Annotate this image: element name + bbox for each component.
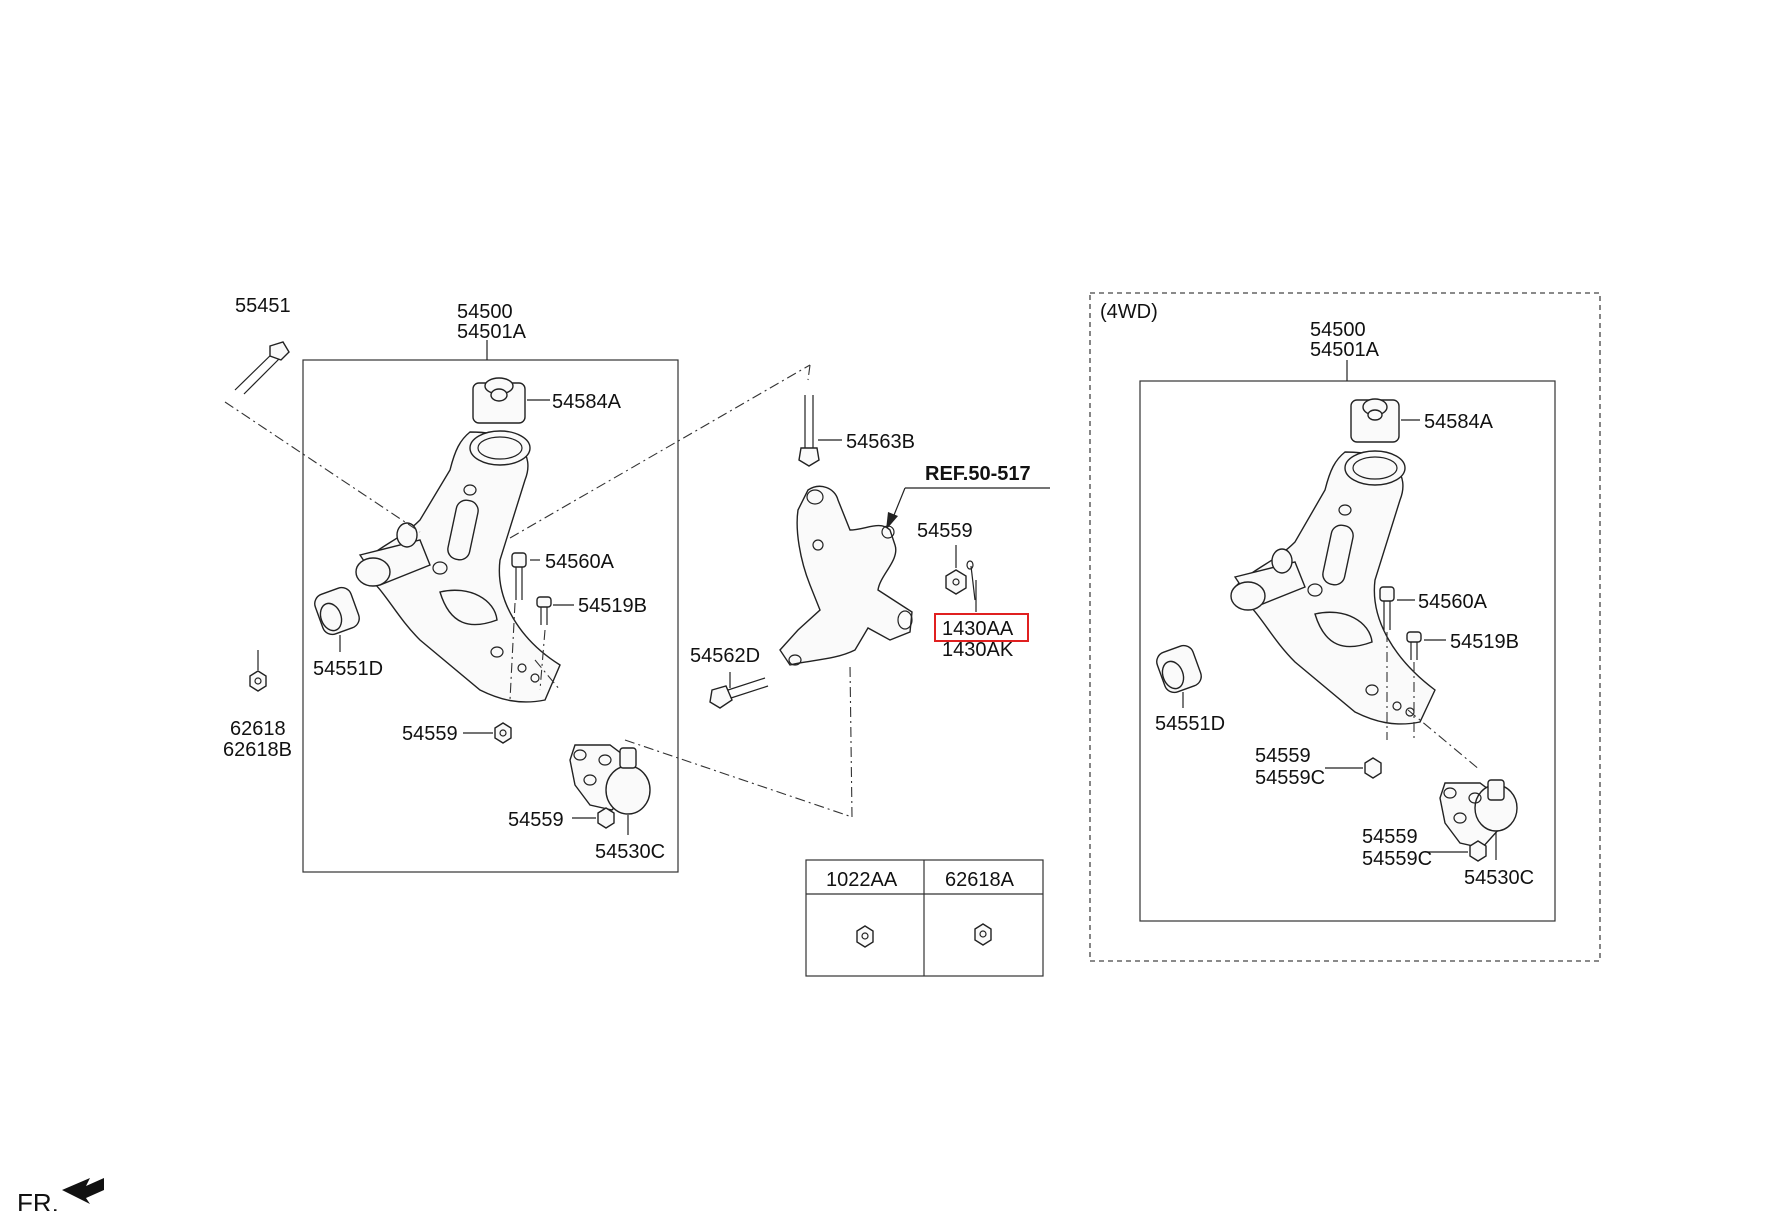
- label-54500-right: 54500: [1310, 319, 1366, 341]
- front-direction-arrow-icon: [62, 1178, 104, 1204]
- label-54584A-right: 54584A: [1424, 411, 1494, 433]
- bolt-54560A-right-icon[interactable]: [1379, 586, 1395, 630]
- label-ref-50-517: REF.50-517: [925, 463, 1031, 485]
- nut-1022AA-icon[interactable]: [856, 925, 874, 948]
- label-54559-left-1: 54559: [402, 723, 458, 745]
- label-54530C-left: 54530C: [595, 841, 665, 863]
- bolt-55451-icon[interactable]: [234, 341, 290, 395]
- label-62618: 62618: [230, 718, 286, 740]
- bushing-54551D-icon[interactable]: [312, 585, 362, 637]
- bolt-54563B-icon[interactable]: [798, 395, 820, 467]
- bolt-54519B-right-icon[interactable]: [1406, 631, 1422, 660]
- label-54551D-right: 54551D: [1155, 713, 1225, 735]
- steering-knuckle-icon[interactable]: [779, 485, 913, 666]
- label-55451: 55451: [235, 295, 291, 317]
- label-54530C-right: 54530C: [1464, 867, 1534, 889]
- label-1430AK: 1430AK: [942, 639, 1014, 661]
- highlight-1430AA[interactable]: [934, 613, 1029, 642]
- label-54559-knuckle: 54559: [917, 520, 973, 542]
- label-54560A-left: 54560A: [545, 551, 615, 573]
- label-54559-right-1: 54559: [1255, 745, 1311, 767]
- alternates-table: [805, 859, 1044, 977]
- bushing-54584A-right-icon[interactable]: [1350, 398, 1400, 443]
- label-54501A-right: 54501A: [1310, 339, 1380, 361]
- label-1430AA: 1430AA: [942, 618, 1014, 640]
- label-1022AA: 1022AA: [826, 869, 898, 891]
- label-54519B-left: 54519B: [578, 595, 647, 617]
- bushing-54551D-right-icon[interactable]: [1154, 643, 1204, 695]
- label-54519B-right: 54519B: [1450, 631, 1519, 653]
- label-54584A-left: 54584A: [552, 391, 622, 413]
- nut-54559-right-lower-icon[interactable]: [1469, 840, 1487, 862]
- label-62618A: 62618A: [945, 869, 1015, 891]
- label-54551D-left: 54551D: [313, 658, 383, 680]
- cotter-pin-icon[interactable]: [966, 560, 976, 601]
- label-54559-right-2: 54559: [1362, 826, 1418, 848]
- label-54559C-right-2: 54559C: [1362, 848, 1432, 870]
- left-assembly-box: [302, 359, 679, 873]
- bolt-54560A-left-icon[interactable]: [511, 552, 527, 600]
- label-54500: 54500: [457, 301, 513, 323]
- label-54562D: 54562D: [690, 645, 760, 667]
- bolt-54519B-left-icon[interactable]: [536, 596, 552, 625]
- bushing-54584A-icon[interactable]: [472, 377, 526, 424]
- ball-joint-54530C-right-icon[interactable]: [1439, 779, 1518, 849]
- nut-54559-knuckle-icon[interactable]: [945, 569, 967, 595]
- nut-62618A-icon[interactable]: [974, 923, 992, 946]
- ball-joint-54530C-left-icon[interactable]: [569, 744, 651, 815]
- nut-62618-icon[interactable]: [249, 670, 267, 692]
- label-54559C-right-1: 54559C: [1255, 767, 1325, 789]
- label-fr: FR.: [17, 1188, 59, 1211]
- label-4wd: (4WD): [1100, 301, 1158, 323]
- lower-control-arm-left-icon[interactable]: [355, 430, 561, 703]
- lower-control-arm-right-icon[interactable]: [1230, 450, 1436, 725]
- label-54501A: 54501A: [457, 321, 527, 343]
- bolt-54562D-icon[interactable]: [709, 677, 769, 709]
- nut-54559-right-mid-icon[interactable]: [1364, 757, 1382, 779]
- four-wd-dashed-box: [1089, 292, 1601, 962]
- label-54559-left-2: 54559: [508, 809, 564, 831]
- label-54560A-right: 54560A: [1418, 591, 1488, 613]
- label-54563B: 54563B: [846, 431, 915, 453]
- label-62618B: 62618B: [223, 739, 292, 761]
- nut-54559-left-lower-icon[interactable]: [597, 807, 615, 829]
- nut-54559-left-icon[interactable]: [494, 722, 512, 744]
